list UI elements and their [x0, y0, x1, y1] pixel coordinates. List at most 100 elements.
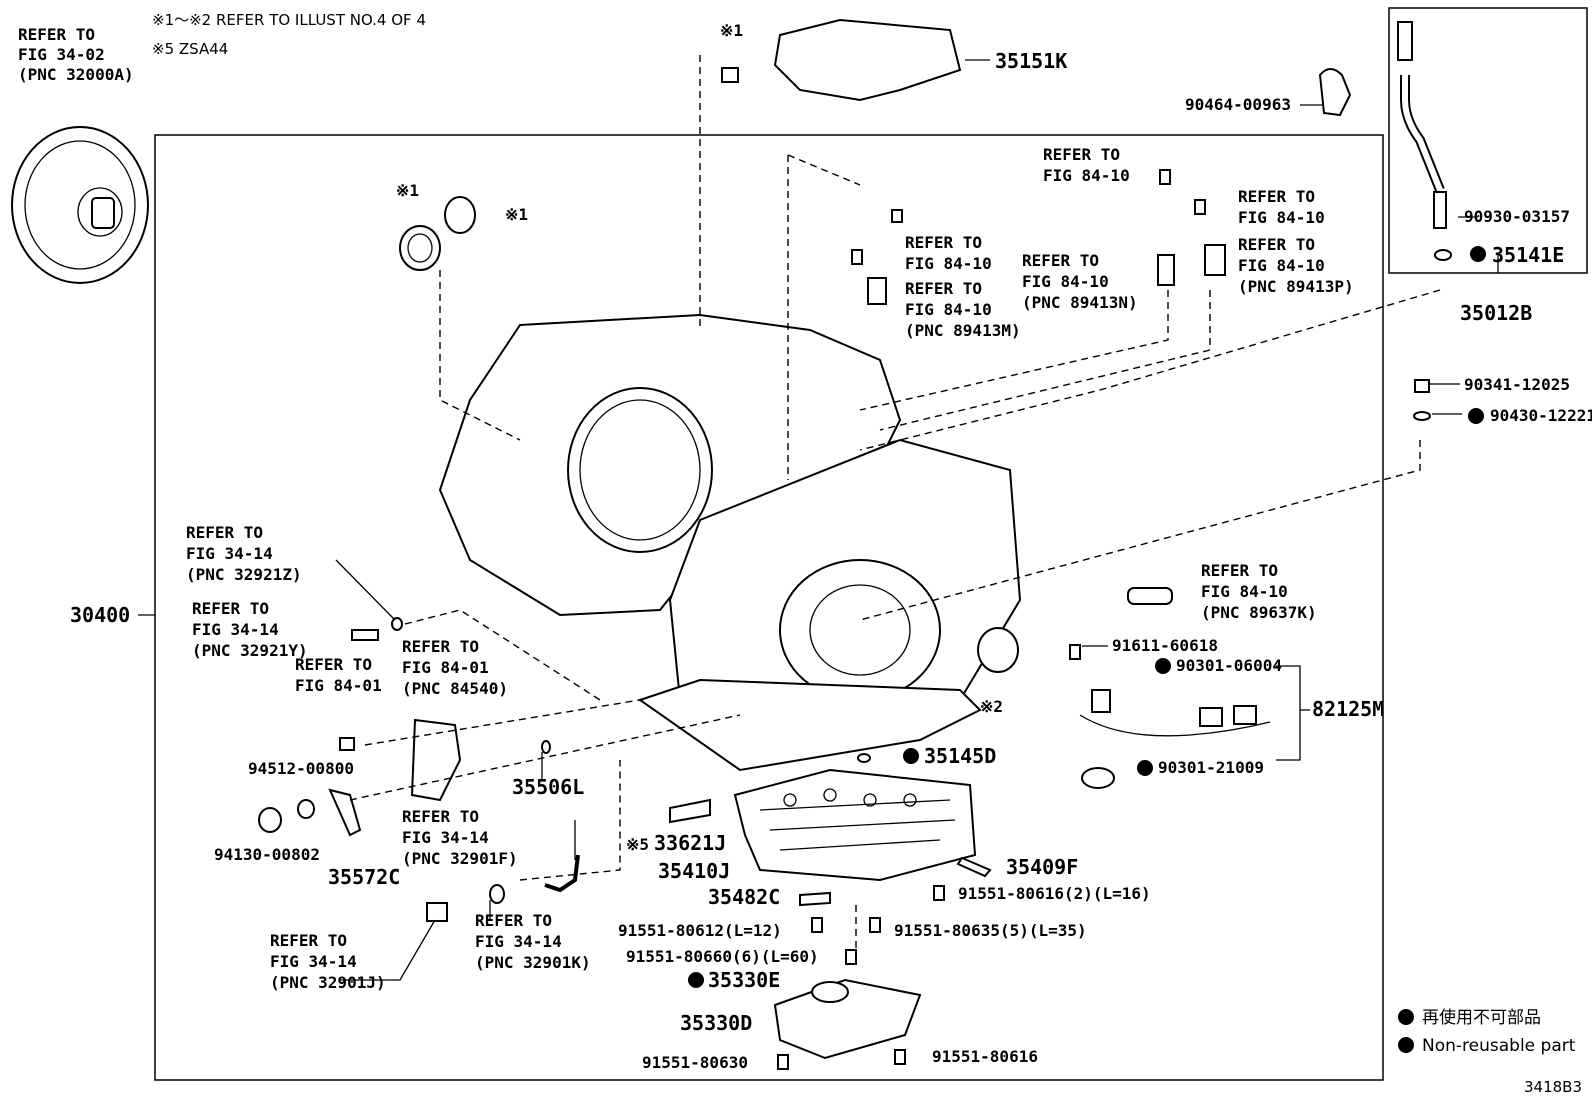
ref-sensor-m-1[interactable]: REFER TO: [905, 279, 982, 298]
ref-32901j-2[interactable]: FIG 34-14: [270, 952, 357, 971]
ref-top1-2[interactable]: FIG 84-10: [1043, 166, 1130, 185]
mark-x1-seal-a: ※1: [396, 181, 419, 200]
callout-91551-80612[interactable]: 91551-80612(L=12): [618, 921, 782, 940]
sensor-89413n-drawing: [1157, 254, 1175, 286]
bracket-35151k-drawing: [773, 18, 962, 102]
callout-35506l[interactable]: 35506L: [512, 775, 584, 799]
ref-89637k-2[interactable]: FIG 84-10: [1201, 582, 1288, 601]
ref-sensor-a-2[interactable]: FIG 84-10: [905, 254, 992, 273]
ref-z-3[interactable]: (PNC 32921Z): [186, 565, 302, 584]
ref-p-1[interactable]: REFER TO: [1238, 235, 1315, 254]
legend-en: Non-reusable part: [1422, 1036, 1576, 1056]
callout-91551-80660[interactable]: 91551-80660(6)(L=60): [626, 947, 819, 966]
ref-32901k-3[interactable]: (PNC 32901K): [475, 953, 591, 972]
ref-n-2[interactable]: FIG 84-10: [1022, 272, 1109, 291]
ref-32901f-2[interactable]: FIG 34-14: [402, 828, 489, 847]
header-note-1: ※1～※2 REFER TO ILLUST NO.4 OF 4: [152, 11, 426, 29]
ref-32901k-1[interactable]: REFER TO: [475, 911, 552, 930]
callout-35330d[interactable]: 35330D: [680, 1011, 752, 1035]
ref-84540-1[interactable]: REFER TO: [402, 637, 479, 656]
callout-90301-21009[interactable]: 90301-21009: [1158, 758, 1264, 777]
torque-converter-ref-2[interactable]: FIG 34-02: [18, 45, 105, 64]
nut-94130-drawing: [258, 807, 282, 833]
gasket-35145d-drawing: [857, 753, 871, 763]
callout-91551-80635[interactable]: 91551-80635(5)(L=35): [894, 921, 1087, 940]
ref-z-1[interactable]: REFER TO: [186, 523, 263, 542]
callout-35012b[interactable]: 35012B: [1460, 301, 1532, 325]
mark-x2: ※2: [980, 697, 1003, 716]
callout-91551-80616[interactable]: 91551-80616: [932, 1047, 1038, 1066]
callout-30400[interactable]: 30400: [70, 603, 130, 627]
connector-b-drawing: [1199, 707, 1223, 727]
callout-94512-00800[interactable]: 94512-00800: [248, 759, 354, 778]
ref-32901j-3[interactable]: (PNC 32901J): [270, 973, 386, 992]
ref-32901f-3[interactable]: (PNC 32901F): [402, 849, 518, 868]
oring-32921z-drawing: [391, 617, 403, 631]
torque-converter-ref-1[interactable]: REFER TO: [18, 25, 95, 44]
legend-jp: 再使用不可部品: [1422, 1007, 1541, 1028]
ref-32901j-1[interactable]: REFER TO: [270, 931, 347, 950]
header-note-2: ※5 ZSA44: [152, 40, 228, 58]
ref-sensor-m-3[interactable]: (PNC 89413M): [905, 321, 1021, 340]
callout-35410j[interactable]: 35410J: [658, 859, 730, 883]
plate-33621j-drawing: [669, 798, 711, 824]
callout-90301-06004[interactable]: 90301-06004: [1176, 656, 1282, 675]
clamp-90464-drawing: [1318, 68, 1352, 117]
ref-y-2[interactable]: FIG 34-14: [192, 620, 279, 639]
callout-91611-60618[interactable]: 91611-60618: [1112, 636, 1218, 655]
ref-32901f-1[interactable]: REFER TO: [402, 807, 479, 826]
ref-y-3[interactable]: (PNC 32921Y): [192, 641, 308, 660]
ref-p-2[interactable]: FIG 84-10: [1238, 256, 1325, 275]
ref-84540-2[interactable]: FIG 84-01: [402, 658, 489, 677]
callout-35145d[interactable]: 35145D: [924, 744, 996, 768]
ref-84540-3[interactable]: (PNC 84540): [402, 679, 508, 698]
callout-35409f[interactable]: 35409F: [1006, 855, 1078, 879]
oring-90301-21009-drawing: [1081, 767, 1115, 789]
oil-seal-b-drawing: [444, 196, 476, 234]
ref-n-3[interactable]: (PNC 89413N): [1022, 293, 1138, 312]
callout-94130-00802[interactable]: 94130-00802: [214, 845, 320, 864]
ref-sensor-a-1[interactable]: REFER TO: [905, 233, 982, 252]
callout-35141e[interactable]: 35141E: [1492, 243, 1564, 267]
plate-35482c-drawing: [799, 891, 831, 907]
ref-top1-1[interactable]: REFER TO: [1043, 145, 1120, 164]
gasket-35141e-drawing: [1434, 249, 1452, 261]
ref-y-1[interactable]: REFER TO: [192, 599, 269, 618]
union-90930-drawing: [1433, 191, 1447, 229]
oil-seal-a-inner: [407, 233, 433, 263]
callout-90464-00963[interactable]: 90464-00963: [1185, 95, 1291, 114]
leader-lines: [138, 55, 1499, 981]
callout-91551-80630[interactable]: 91551-80630: [642, 1053, 748, 1072]
valve-body-drawing: [733, 768, 977, 882]
ref-89637k-1[interactable]: REFER TO: [1201, 561, 1278, 580]
oil-seal-a-drawing: [399, 225, 441, 271]
ref-sensor-m-2[interactable]: FIG 84-10: [905, 300, 992, 319]
breather-hose-inner: [1402, 75, 1443, 192]
ref-89637k-3[interactable]: (PNC 89637K): [1201, 603, 1317, 622]
transaxle-case-drawing: [438, 313, 1022, 772]
oring-35506l-drawing: [541, 740, 551, 754]
callout-90930-03157[interactable]: 90930-03157: [1464, 207, 1570, 226]
callout-35330e[interactable]: 35330E: [708, 968, 780, 992]
ref-8401-2[interactable]: FIG 84-01: [295, 676, 382, 695]
ref-8401-1[interactable]: REFER TO: [295, 655, 372, 674]
callout-91551-80616-2[interactable]: 91551-80616(2)(L=16): [958, 884, 1151, 903]
callout-90430-12221[interactable]: 90430-12221: [1490, 406, 1592, 425]
callout-35572c[interactable]: 35572C: [328, 865, 400, 889]
plug-90341-drawing: [1414, 379, 1430, 393]
callout-35151k[interactable]: 35151K: [995, 49, 1067, 73]
ref-top2-2[interactable]: FIG 84-10: [1238, 208, 1325, 227]
ref-n-1[interactable]: REFER TO: [1022, 251, 1099, 270]
connector-a-drawing: [1091, 689, 1111, 713]
ref-top2-1[interactable]: REFER TO: [1238, 187, 1315, 206]
torque-converter-ref-3[interactable]: (PNC 32000A): [18, 65, 134, 84]
callout-90341-12025[interactable]: 90341-12025: [1464, 375, 1570, 394]
callout-33621j[interactable]: 33621J: [654, 831, 726, 855]
ref-p-3[interactable]: (PNC 89413P): [1238, 277, 1354, 296]
ref-z-2[interactable]: FIG 34-14: [186, 544, 273, 563]
main-frame: [154, 134, 1384, 1081]
ref-32901k-2[interactable]: FIG 34-14: [475, 932, 562, 951]
callout-82125m[interactable]: 82125M: [1312, 697, 1384, 721]
callout-35482c[interactable]: 35482C: [708, 885, 780, 909]
